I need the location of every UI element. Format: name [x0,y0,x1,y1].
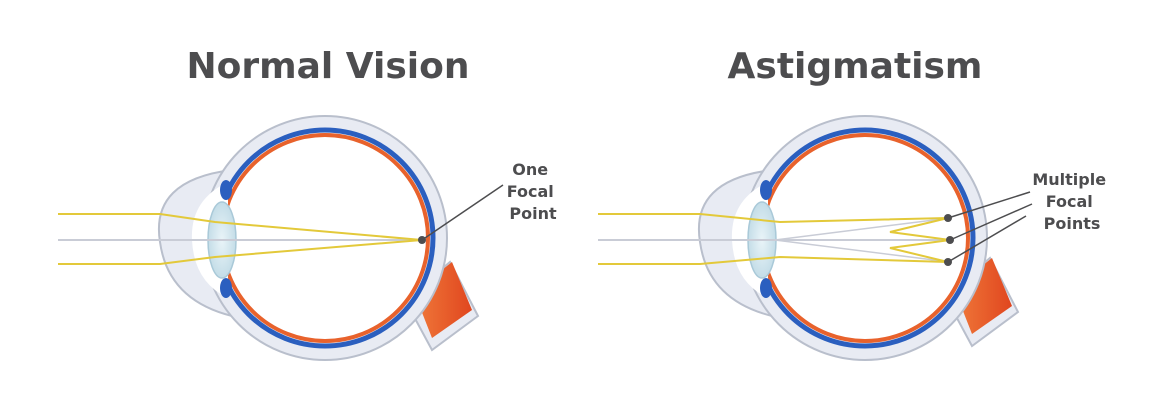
pointer-lines-right [947,191,1033,263]
focal-label-normal: One Focal Point [507,160,560,223]
focal-label-astigmatism: Multiple Focal Points [1032,170,1111,233]
iris-bottom-left [220,278,232,298]
optic-nerve-left [403,260,480,352]
panel-title-astigmatism: Astigmatism [728,46,983,87]
iris-bottom-right [760,278,772,298]
panel-title-normal: Normal Vision [187,46,470,87]
panel-astigmatism: Astigmatism [598,46,1111,361]
light-rays-right [598,213,951,265]
light-rays-left [58,213,423,265]
iris-top-right [760,180,772,200]
focal-point-left [418,236,426,244]
iris-top-left [220,180,232,200]
pointer-line-left [421,184,504,241]
panel-normal-vision: Normal Vision [58,46,560,361]
